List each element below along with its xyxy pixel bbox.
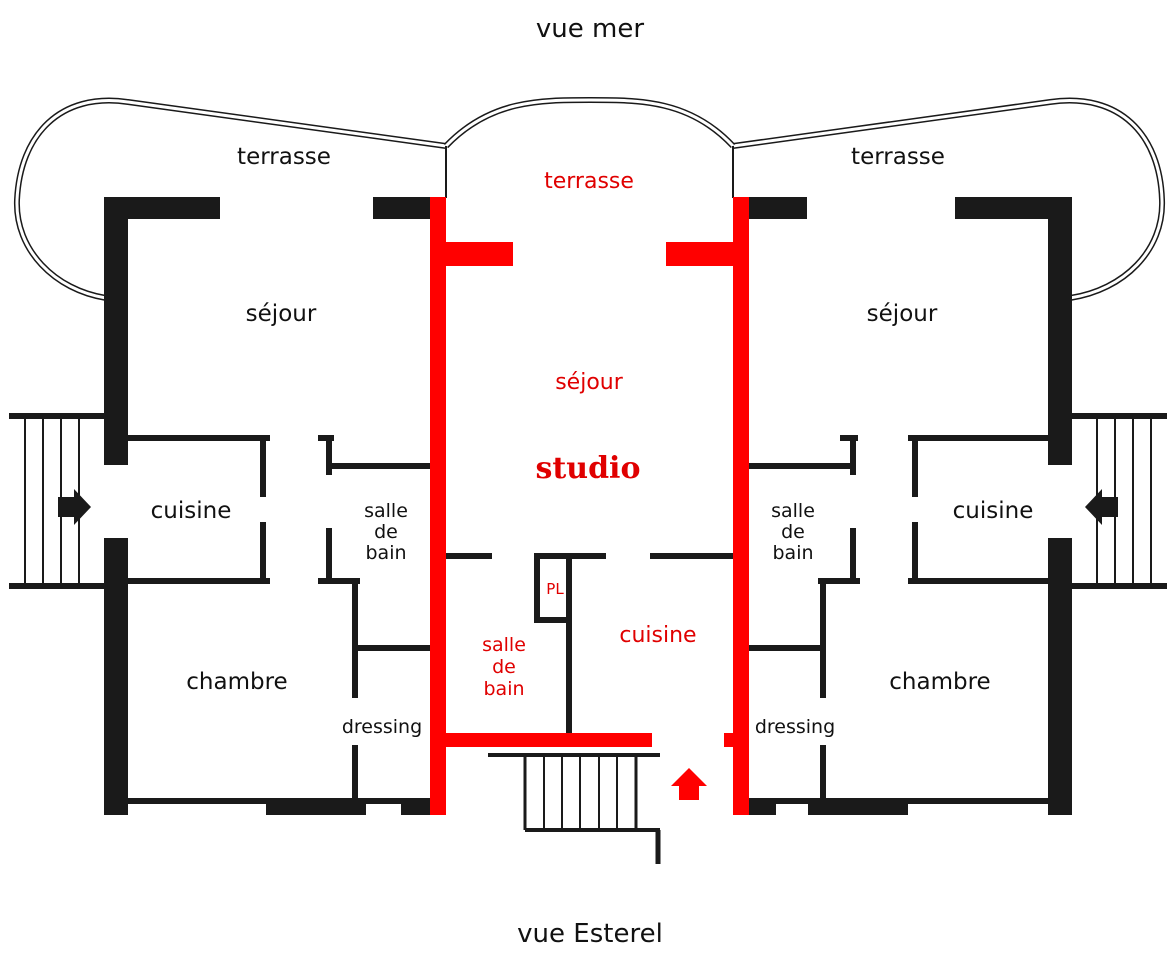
studio-title: studio	[536, 451, 641, 486]
studio-kitchen-label: cuisine	[619, 623, 696, 648]
right-unit-walls	[745, 197, 1072, 815]
studio-terrace-outline	[443, 96, 736, 149]
left-living-label: séjour	[246, 301, 317, 327]
left-kitchen-label: cuisine	[151, 498, 232, 524]
right-staircase	[1070, 413, 1167, 589]
right-terrace-label: terrasse	[851, 144, 945, 170]
right-bedroom-label: chambre	[889, 669, 990, 695]
view-bottom-label: vue Esterel	[517, 919, 663, 949]
studio-staircase	[488, 753, 661, 864]
view-top-label: vue mer	[536, 14, 644, 44]
studio-terrace-label: terrasse	[544, 169, 634, 194]
left-unit-walls	[104, 197, 434, 815]
right-bath-label-3: bain	[772, 542, 813, 564]
left-bath-label-3: bain	[365, 542, 406, 564]
right-entrance-arrow-icon	[1085, 489, 1118, 525]
left-bedroom-label: chambre	[186, 669, 287, 695]
studio-entrance-arrow-icon	[671, 768, 707, 800]
left-dressing-label: dressing	[342, 716, 422, 738]
left-entrance-arrow-icon	[58, 489, 91, 525]
terrace-outlines	[13, 96, 1166, 301]
right-dressing-label: dressing	[755, 716, 835, 738]
right-kitchen-label: cuisine	[953, 498, 1034, 524]
right-bath-label-1: salle	[771, 500, 815, 522]
left-bath-label-1: salle	[364, 500, 408, 522]
studio-living-label: séjour	[555, 370, 624, 395]
right-living-label: séjour	[867, 301, 938, 327]
left-bath-label-2: de	[374, 521, 398, 543]
studio-interior-walls	[446, 553, 734, 733]
left-staircase	[9, 413, 106, 589]
studio-highlight-walls	[430, 197, 749, 815]
left-terrace-label: terrasse	[237, 144, 331, 170]
studio-bath-label-2: de	[492, 656, 516, 678]
right-bath-label-2: de	[781, 521, 805, 543]
studio-bath-label-3: bain	[483, 678, 524, 700]
studio-cupboard-label: PL	[546, 580, 564, 598]
studio-bath-label-1: salle	[482, 634, 526, 656]
